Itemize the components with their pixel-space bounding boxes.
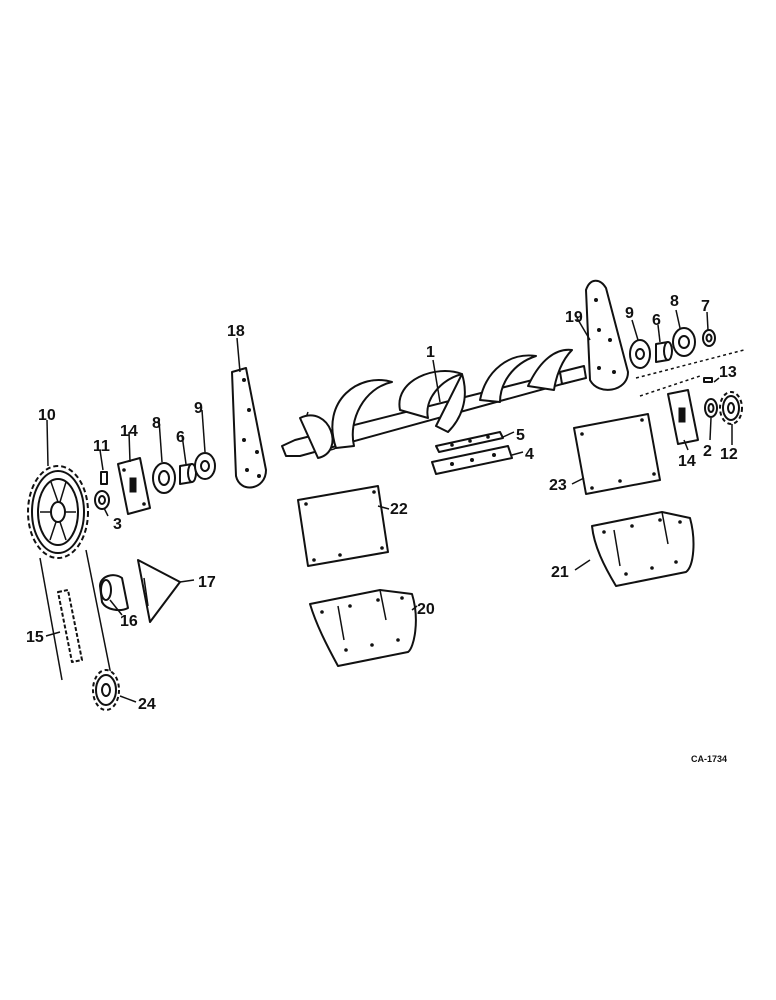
callout-2: 2: [703, 443, 712, 460]
callout-3: 3: [113, 516, 122, 533]
leader-lines: [45, 309, 733, 703]
chain-guide: [99, 574, 129, 611]
right-bearing-flange: [672, 327, 696, 357]
callout-9-right: 9: [625, 305, 634, 322]
strip-part: [435, 431, 504, 453]
right-sprocket: [719, 391, 743, 425]
callout-20: 20: [417, 601, 435, 618]
right-end-plate: [585, 279, 629, 391]
auger-shaft: [281, 348, 587, 459]
drive-chain: [39, 549, 113, 681]
drawing-code: CA-1734: [691, 754, 727, 764]
small-sprocket: [92, 669, 120, 711]
plate-part: [431, 445, 513, 475]
left-trough: [309, 589, 417, 667]
callout-23: 23: [549, 477, 567, 494]
callout-6-left: 6: [176, 429, 185, 446]
left-cover-plate: [297, 485, 389, 567]
callout-8-right: 8: [670, 293, 679, 310]
callout-15: 15: [26, 629, 44, 646]
callout-14-left: 14: [120, 423, 138, 440]
left-flange-plate: [117, 457, 151, 515]
callout-18: 18: [227, 323, 245, 340]
callout-9-left: 9: [194, 400, 203, 417]
callout-17: 17: [198, 574, 216, 591]
right-bearing: [655, 341, 673, 363]
right-washer: [704, 398, 718, 418]
callout-13: 13: [719, 364, 737, 381]
callout-12: 12: [720, 446, 738, 463]
left-end-plate: [231, 367, 267, 489]
callouts: 1 2 3 4 5 6 6 7 8 8 9 9 10 11 12 13 14 1…: [26, 293, 738, 764]
right-key-pin: [703, 377, 713, 383]
left-key-pin: [100, 471, 108, 485]
right-lock-collar: [702, 329, 716, 347]
right-cover-plate: [573, 413, 661, 495]
left-bearing-flange: [152, 462, 176, 494]
triangle-bracket: [137, 559, 181, 623]
callout-6-right: 6: [652, 312, 661, 329]
callout-7: 7: [701, 298, 710, 315]
callout-1: 1: [426, 344, 435, 361]
left-collar: [194, 452, 216, 480]
callout-21: 21: [551, 564, 569, 581]
callout-24: 24: [138, 696, 156, 713]
callout-19: 19: [565, 309, 583, 326]
right-trough: [591, 511, 695, 587]
left-bearing: [179, 463, 197, 485]
callout-16: 16: [120, 613, 138, 630]
callout-4: 4: [525, 446, 534, 463]
callout-10: 10: [38, 407, 56, 424]
right-flange-plate: [667, 389, 699, 445]
right-collar: [629, 339, 651, 369]
callout-5: 5: [516, 427, 525, 444]
callout-22: 22: [390, 501, 408, 518]
callout-11: 11: [93, 438, 110, 455]
large-sprocket: [27, 465, 89, 559]
callout-14-right: 14: [678, 453, 696, 470]
callout-8-left: 8: [152, 415, 161, 432]
left-washer: [94, 490, 110, 510]
